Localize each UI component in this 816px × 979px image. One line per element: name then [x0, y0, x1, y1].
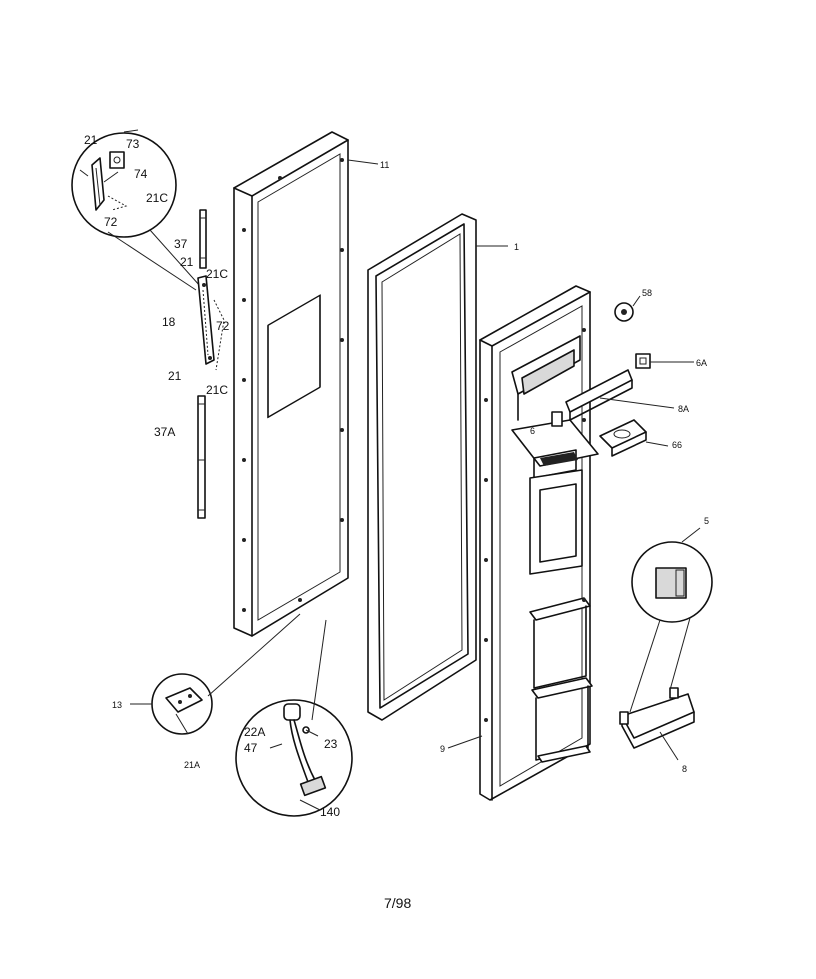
- hinge-strip-37: [199, 209, 207, 269]
- callout-47: 47: [244, 741, 258, 755]
- bracket-6: [551, 411, 563, 427]
- callout-23: 23: [324, 737, 338, 751]
- callout-8A: 8A: [678, 404, 689, 414]
- callout-6A: 6A: [696, 358, 707, 368]
- panel-screw-holes: [242, 158, 344, 612]
- callout-140: 140: [320, 805, 340, 819]
- page-number: 7/98: [384, 895, 411, 911]
- callout-72-mid: 72: [216, 319, 230, 333]
- callout-72-top: 72: [104, 215, 118, 229]
- outer-door-panel: [233, 131, 379, 637]
- trim-rail-8A: [565, 369, 675, 421]
- callout-21-low: 21: [168, 369, 182, 383]
- inner-door-liner: [479, 285, 599, 801]
- drip-tray-grille: [540, 452, 578, 466]
- callout-1: 1: [514, 242, 519, 252]
- callout-21C-top: 21C: [146, 191, 168, 205]
- hinge-detail-inset: [71, 129, 201, 291]
- detail-inset-part-13: [130, 613, 301, 735]
- callout-8: 8: [682, 764, 687, 774]
- callout-21C-low: 21C: [206, 383, 228, 397]
- callout-22A: 22A: [244, 725, 265, 739]
- liner-screw-holes: [484, 328, 586, 722]
- screw-cap-58: [614, 295, 641, 322]
- clip-6A: [635, 353, 694, 369]
- callout-21A: 21A: [184, 760, 200, 770]
- door-bin-8: [619, 687, 695, 761]
- detail-inset-part-5: [629, 527, 713, 713]
- callout-11: 11: [380, 160, 389, 170]
- callout-21C-mid: 21C: [206, 267, 228, 281]
- callout-9: 9: [440, 744, 445, 754]
- detail-inset-wiring: [235, 619, 353, 817]
- callout-5: 5: [704, 516, 709, 526]
- callout-37A: 37A: [154, 425, 175, 439]
- callout-18: 18: [162, 315, 176, 329]
- door-gasket: [367, 213, 508, 721]
- callout-13: 13: [112, 700, 122, 710]
- callout-74: 74: [134, 167, 148, 181]
- callout-21-mid: 21: [180, 255, 194, 269]
- callout-66: 66: [672, 440, 682, 450]
- callout-73: 73: [126, 137, 140, 151]
- callout-37: 37: [174, 237, 188, 251]
- callout-21-top: 21: [84, 133, 98, 147]
- callout-58: 58: [642, 288, 652, 298]
- actuator-pad-66: [599, 419, 669, 457]
- callout-6-left: 6: [530, 426, 535, 436]
- hinge-strip-37A: [197, 395, 206, 519]
- hinge-bracket-18: [197, 275, 225, 371]
